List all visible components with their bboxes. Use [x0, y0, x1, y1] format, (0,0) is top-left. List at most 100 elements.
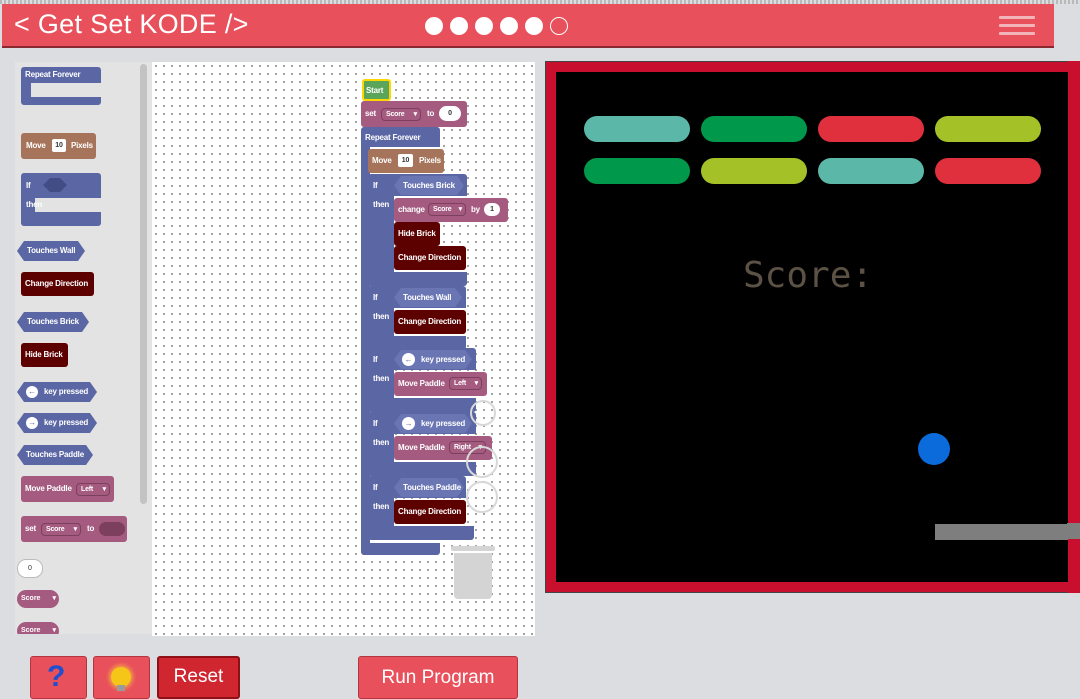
touches-wall-label: Touches Wall [27, 246, 76, 255]
trash-can-icon[interactable] [451, 546, 495, 599]
paddle-direction-dropdown[interactable]: Left [449, 377, 482, 390]
brick [818, 158, 924, 184]
toolbox-touches-wall-block[interactable]: Touches Wall [17, 241, 85, 261]
ball [918, 433, 950, 465]
brick [935, 158, 1041, 184]
variable-dropdown[interactable]: Score [41, 523, 81, 536]
toolbox-key-pressed-right-block[interactable]: → key pressed [17, 413, 97, 433]
toolbox-move-paddle-block[interactable]: Move Paddle Left [21, 476, 114, 502]
by-label: by [471, 205, 480, 214]
touches-paddle-label: Touches Paddle [26, 450, 84, 459]
toolbox-move-block[interactable]: Move 10 Pixels [21, 133, 96, 159]
condition-slot[interactable] [43, 178, 67, 192]
hint-button[interactable] [93, 656, 150, 699]
toolbox-number-block[interactable]: 0 [17, 559, 43, 578]
code-workspace[interactable] [152, 62, 535, 636]
change-score-block[interactable]: change Score by 1 [394, 198, 508, 222]
help-button[interactable]: ? [30, 656, 87, 699]
change-direction-block[interactable]: Change Direction [394, 500, 466, 524]
toolbox-hide-brick-block[interactable]: Hide Brick [21, 343, 68, 367]
set-label: set [25, 524, 36, 533]
then-label: then [373, 502, 390, 511]
move-value-field[interactable]: 10 [52, 139, 66, 152]
touches-paddle-label: Touches Paddle [403, 483, 461, 492]
change-direction-block[interactable]: Change Direction [394, 246, 466, 270]
progress-dot [450, 17, 468, 35]
then-label: then [26, 200, 43, 209]
arrow-left-icon: ← [26, 386, 38, 398]
if-label: If [373, 181, 378, 190]
brick [701, 116, 807, 142]
top-border [0, 0, 1080, 4]
key-pressed-label: key pressed [44, 387, 89, 396]
toolbox-touches-brick-block[interactable]: Touches Brick [17, 312, 89, 332]
toolbox-touches-paddle-block[interactable]: Touches Paddle [17, 445, 93, 465]
key-pressed-label: key pressed [421, 355, 466, 364]
repeat-forever-label: Repeat Forever [365, 133, 421, 142]
then-label: then [373, 200, 390, 209]
brick [584, 158, 690, 184]
paddle-direction-dropdown[interactable]: Left [76, 483, 110, 496]
then-label: then [373, 438, 390, 447]
zoom-in-icon[interactable] [466, 446, 498, 478]
change-direction-block[interactable]: Change Direction [394, 310, 466, 334]
hide-brick-label: Hide Brick [25, 350, 63, 359]
if-label: If [373, 483, 378, 492]
start-block[interactable]: Start [362, 79, 391, 101]
scrollbar-thumb[interactable] [140, 64, 147, 504]
toolbox-score-variable-block[interactable]: Score [17, 590, 59, 608]
move-label: Move [26, 141, 46, 150]
move-block[interactable]: Move 10 Pixels [368, 149, 444, 173]
pixels-label: Pixels [419, 156, 441, 165]
pixels-label: Pixels [71, 141, 93, 150]
repeat-forever-foot [361, 543, 440, 555]
paddle-overflow [1067, 523, 1080, 539]
move-value-field[interactable]: 10 [398, 154, 413, 167]
to-label: to [427, 109, 435, 118]
if-label: If [373, 293, 378, 302]
touches-wall-label: Touches Wall [403, 293, 452, 302]
zoom-reset-icon[interactable] [470, 400, 496, 426]
then-label: then [373, 312, 390, 321]
then-label: then [373, 374, 390, 383]
key-pressed-label: key pressed [421, 419, 466, 428]
brick [701, 158, 807, 184]
toolbox-set-variable-block[interactable]: set Score to [21, 516, 127, 542]
variable-dropdown[interactable]: Score [381, 108, 421, 121]
repeat-forever-block[interactable]: Repeat Forever [361, 127, 440, 147]
brick [584, 116, 690, 142]
change-value-field[interactable]: 1 [484, 203, 500, 216]
to-label: to [87, 524, 95, 533]
run-program-button[interactable]: Run Program [358, 656, 518, 699]
change-label: change [398, 205, 425, 214]
move-paddle-label: Move Paddle [398, 379, 445, 388]
toolbox-scrollbar[interactable] [137, 62, 151, 634]
value-slot[interactable] [99, 522, 125, 536]
change-direction-label: Change Direction [398, 507, 462, 516]
move-paddle-left-block[interactable]: Move Paddle Left [394, 372, 487, 396]
game-stage: Score: [545, 61, 1080, 593]
if-label: If [373, 355, 378, 364]
header-bar: < Get Set KODE /> [2, 4, 1054, 48]
hide-brick-block[interactable]: Hide Brick [394, 222, 440, 246]
hide-brick-label: Hide Brick [398, 229, 436, 238]
touches-brick-label: Touches Brick [27, 317, 79, 326]
toolbox-change-direction-block[interactable]: Change Direction [21, 272, 94, 296]
change-direction-label: Change Direction [25, 279, 89, 288]
repeat-forever-label: Repeat Forever [25, 70, 81, 79]
if-label: If [373, 419, 378, 428]
reset-button[interactable]: Reset [157, 656, 240, 699]
start-label: Start [366, 86, 384, 95]
set-score-block[interactable]: set Score to 0 [361, 101, 467, 127]
toolbox-score-variable-block[interactable]: Score [17, 622, 59, 634]
change-direction-label: Change Direction [398, 253, 462, 262]
game-canvas: Score: [556, 72, 1068, 582]
progress-dots [425, 17, 568, 35]
arrow-right-icon: → [26, 417, 38, 429]
if-label: If [26, 181, 31, 190]
toolbox-key-pressed-left-block[interactable]: ← key pressed [17, 382, 97, 402]
hamburger-menu-icon[interactable] [999, 16, 1035, 38]
zoom-out-icon[interactable] [466, 481, 498, 513]
set-value-field[interactable]: 0 [439, 106, 461, 121]
variable-dropdown[interactable]: Score [428, 203, 466, 216]
